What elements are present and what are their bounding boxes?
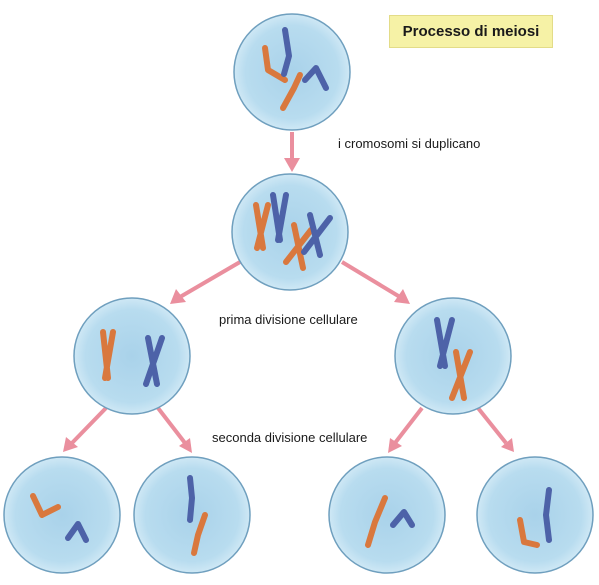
diagram-title: Processo di meiosi — [389, 15, 553, 48]
arrow-second-lr — [156, 406, 192, 453]
label-first-division: prima divisione cellulare — [219, 312, 358, 327]
chromosomes-first-left — [100, 329, 165, 387]
cell-duplicated — [231, 173, 349, 291]
arrow-second-rl — [388, 406, 424, 453]
arrows — [63, 132, 514, 453]
chromosomes-second-4 — [517, 487, 552, 548]
arrow-second-rr — [476, 406, 514, 452]
chromosomes — [30, 27, 552, 556]
cell-second-4 — [476, 456, 594, 574]
chromosomes-parent — [262, 27, 329, 111]
arrow-duplication — [284, 132, 300, 172]
cell-parent — [233, 13, 351, 131]
label-second-division: seconda divisione cellulare — [212, 430, 368, 445]
chromosomes-first-right — [434, 317, 473, 401]
label-duplication: i cromosomi si duplicano — [338, 136, 481, 151]
chromosomes-second-2 — [187, 475, 208, 556]
chromosomes-second-3 — [365, 495, 415, 548]
cell-first-right — [394, 297, 512, 415]
cell-first-left — [73, 297, 191, 415]
cell-second-1 — [3, 456, 121, 574]
arrow-second-ll — [63, 406, 108, 452]
arrow-first-left — [170, 260, 242, 304]
cell-second-3 — [328, 456, 446, 574]
cells — [3, 13, 594, 574]
chromosomes-second-1 — [30, 493, 89, 543]
chromosomes-duplicated — [253, 192, 333, 271]
arrow-first-right — [340, 260, 410, 304]
